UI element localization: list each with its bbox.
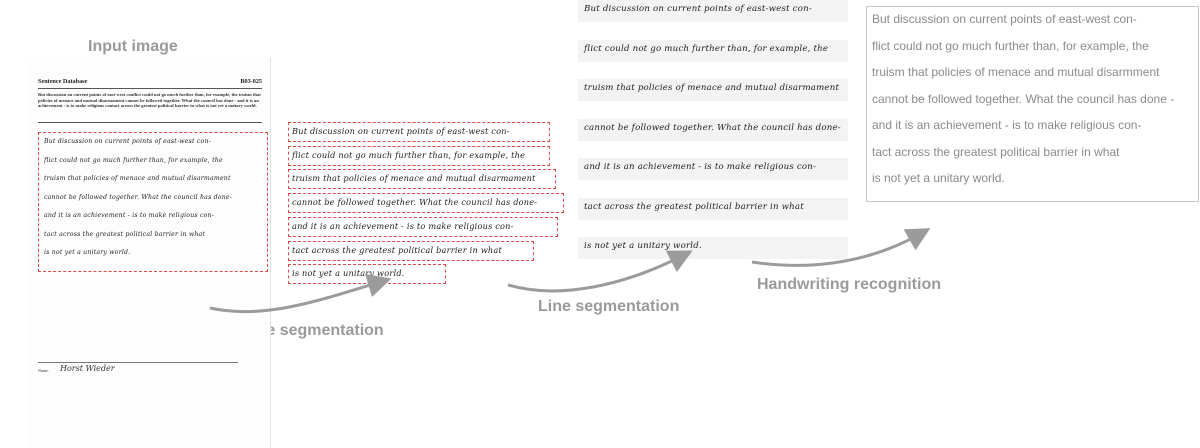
printed-text: But discussion on current points of east… <box>38 92 261 109</box>
recognized-line: flict could not go much further than, fo… <box>872 38 1149 53</box>
line-segment-box <box>288 169 556 190</box>
document-handwriting-line: tact across the greatest political barri… <box>44 230 206 238</box>
line-strip: tact across the greatest political barri… <box>578 197 848 220</box>
line-strip: is not yet a unitary world. <box>578 237 848 259</box>
arrow-to-recognition <box>751 228 931 267</box>
line-strip-text: and it is an achievement - is to make re… <box>584 162 817 172</box>
document-header: Sentence Database B03-025 <box>38 78 262 85</box>
recognized-text-box: But discussion on current points of east… <box>866 6 1199 202</box>
document-handwriting-line: cannot be followed together. What the co… <box>44 193 233 201</box>
page-segmentation-label: Page segmentation <box>237 322 384 339</box>
line-strip-text: flict could not go much further than, fo… <box>584 43 829 54</box>
recognized-line: and it is an achievement - is to make re… <box>872 118 1142 132</box>
segmented-handwriting-line: is not yet a unitary world. <box>292 268 405 279</box>
handwriting-recognition-label: Handwriting recognition <box>757 276 941 293</box>
header-rule <box>38 88 262 89</box>
document-handwriting-line: is not yet a unitary world. <box>44 249 131 256</box>
document-handwriting-line: But discussion on current points of east… <box>44 138 211 145</box>
writer-name: Horst Wieder <box>60 364 115 373</box>
line-strip: truism that policies of menace and mutua… <box>578 79 848 101</box>
form-id: B03-025 <box>240 78 262 85</box>
printed-rule <box>38 122 262 123</box>
line-strip-text: tact across the greatest political barri… <box>584 201 804 212</box>
document-handwriting-line: and it is an achievement - is to make re… <box>44 212 215 219</box>
line-segment-box <box>288 122 550 142</box>
segmented-handwriting-line: But discussion on current points of east… <box>292 126 510 136</box>
line-strip-text: truism that policies of menace and mutua… <box>584 83 840 93</box>
line-strip: But discussion on current points of east… <box>578 0 848 22</box>
line-segment-box <box>288 193 564 214</box>
arrow-to-line-segmentation <box>507 250 693 293</box>
segmented-handwriting-line: and it is an achievement - is to make re… <box>292 220 514 231</box>
recognized-line: But discussion on current points of east… <box>872 12 1137 26</box>
segmented-handwriting-line: truism that policies of menace and mutua… <box>292 173 536 184</box>
recognized-line: cannot be followed together. What the co… <box>872 91 1175 106</box>
document-handwriting-line: flict could not go much further than, fo… <box>44 156 223 164</box>
segmented-handwriting-line: flict could not go much further than, fo… <box>292 149 526 160</box>
line-strip: cannot be followed together. What the co… <box>578 118 848 141</box>
segmented-handwriting-line: cannot be followed together. What the co… <box>292 197 538 208</box>
line-segment-box <box>288 145 550 166</box>
line-strip-text: But discussion on current points of east… <box>584 4 812 14</box>
segmented-handwriting-line: tact across the greatest political barri… <box>292 244 502 255</box>
input-document: Sentence Database B03-025 But discussion… <box>30 58 270 448</box>
line-segment-box <box>288 240 534 261</box>
signature-rule <box>38 362 238 363</box>
recognized-line: truism that policies of menace and mutua… <box>872 65 1160 79</box>
input-image-label: Input image <box>88 38 178 55</box>
line-strip-text: cannot be followed together. What the co… <box>584 122 841 133</box>
page-segmentation-box <box>38 132 268 272</box>
arrow-to-page-segmentation <box>209 273 392 314</box>
line-segmentation-label: Line segmentation <box>538 298 680 315</box>
line-strip: flict could not go much further than, fo… <box>578 39 848 62</box>
line-segment-box <box>288 216 558 237</box>
document-handwriting-line: truism that policies of menace and mutua… <box>44 175 231 182</box>
name-label: Name: <box>38 368 49 373</box>
database-title: Sentence Database <box>38 78 88 85</box>
line-strip: and it is an achievement - is to make re… <box>578 158 848 180</box>
recognized-line: tact across the greatest political barri… <box>872 144 1120 159</box>
recognized-line: is not yet a unitary world. <box>872 171 1005 185</box>
line-strip-text: is not yet a unitary world. <box>584 241 702 251</box>
